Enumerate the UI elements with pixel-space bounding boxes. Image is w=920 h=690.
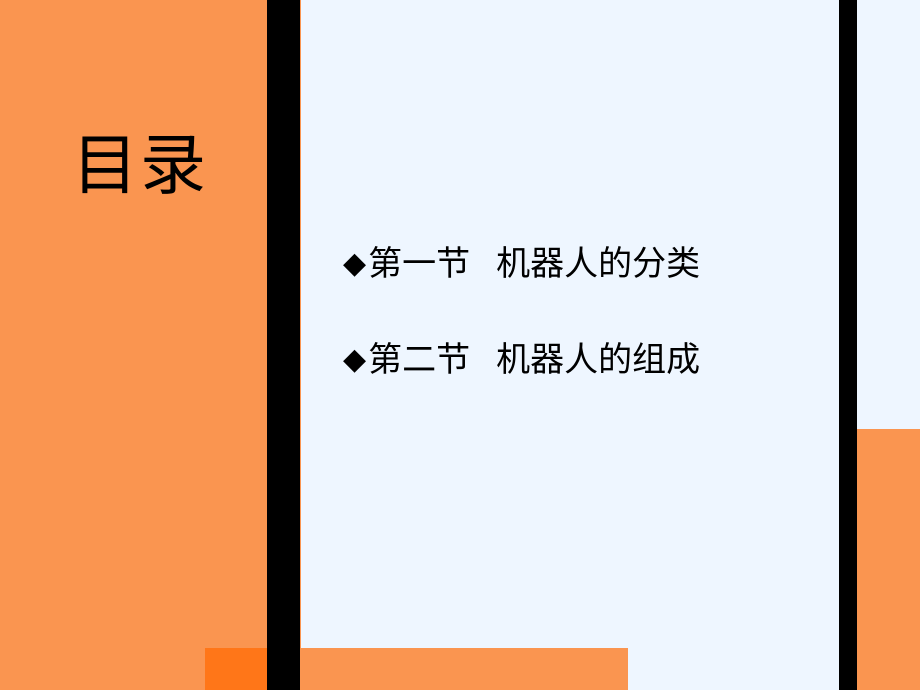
content-area [301, 0, 839, 690]
toc-topic-label: 机器人的组成 [496, 340, 701, 380]
toc-topic-label: 机器人的分类 [496, 244, 701, 284]
toc-section-label: 第二节 [368, 340, 471, 380]
toc-item-2: ◆第二节机器人的组成 [343, 338, 700, 382]
diamond-bullet-icon: ◆ [343, 246, 367, 281]
left-black-bar [267, 0, 300, 690]
right-orange-block [857, 429, 920, 690]
bottom-dark-orange-block [205, 648, 267, 690]
toc-section-label: 第一节 [368, 244, 471, 284]
bottom-orange-strip [301, 648, 628, 690]
left-orange-panel [0, 0, 267, 690]
toc-item-1: ◆第一节机器人的分类 [343, 242, 700, 286]
diamond-bullet-icon: ◆ [343, 342, 367, 377]
right-light-panel [857, 0, 920, 429]
slide-title: 目录 [72, 127, 208, 204]
right-black-bar [839, 0, 857, 690]
